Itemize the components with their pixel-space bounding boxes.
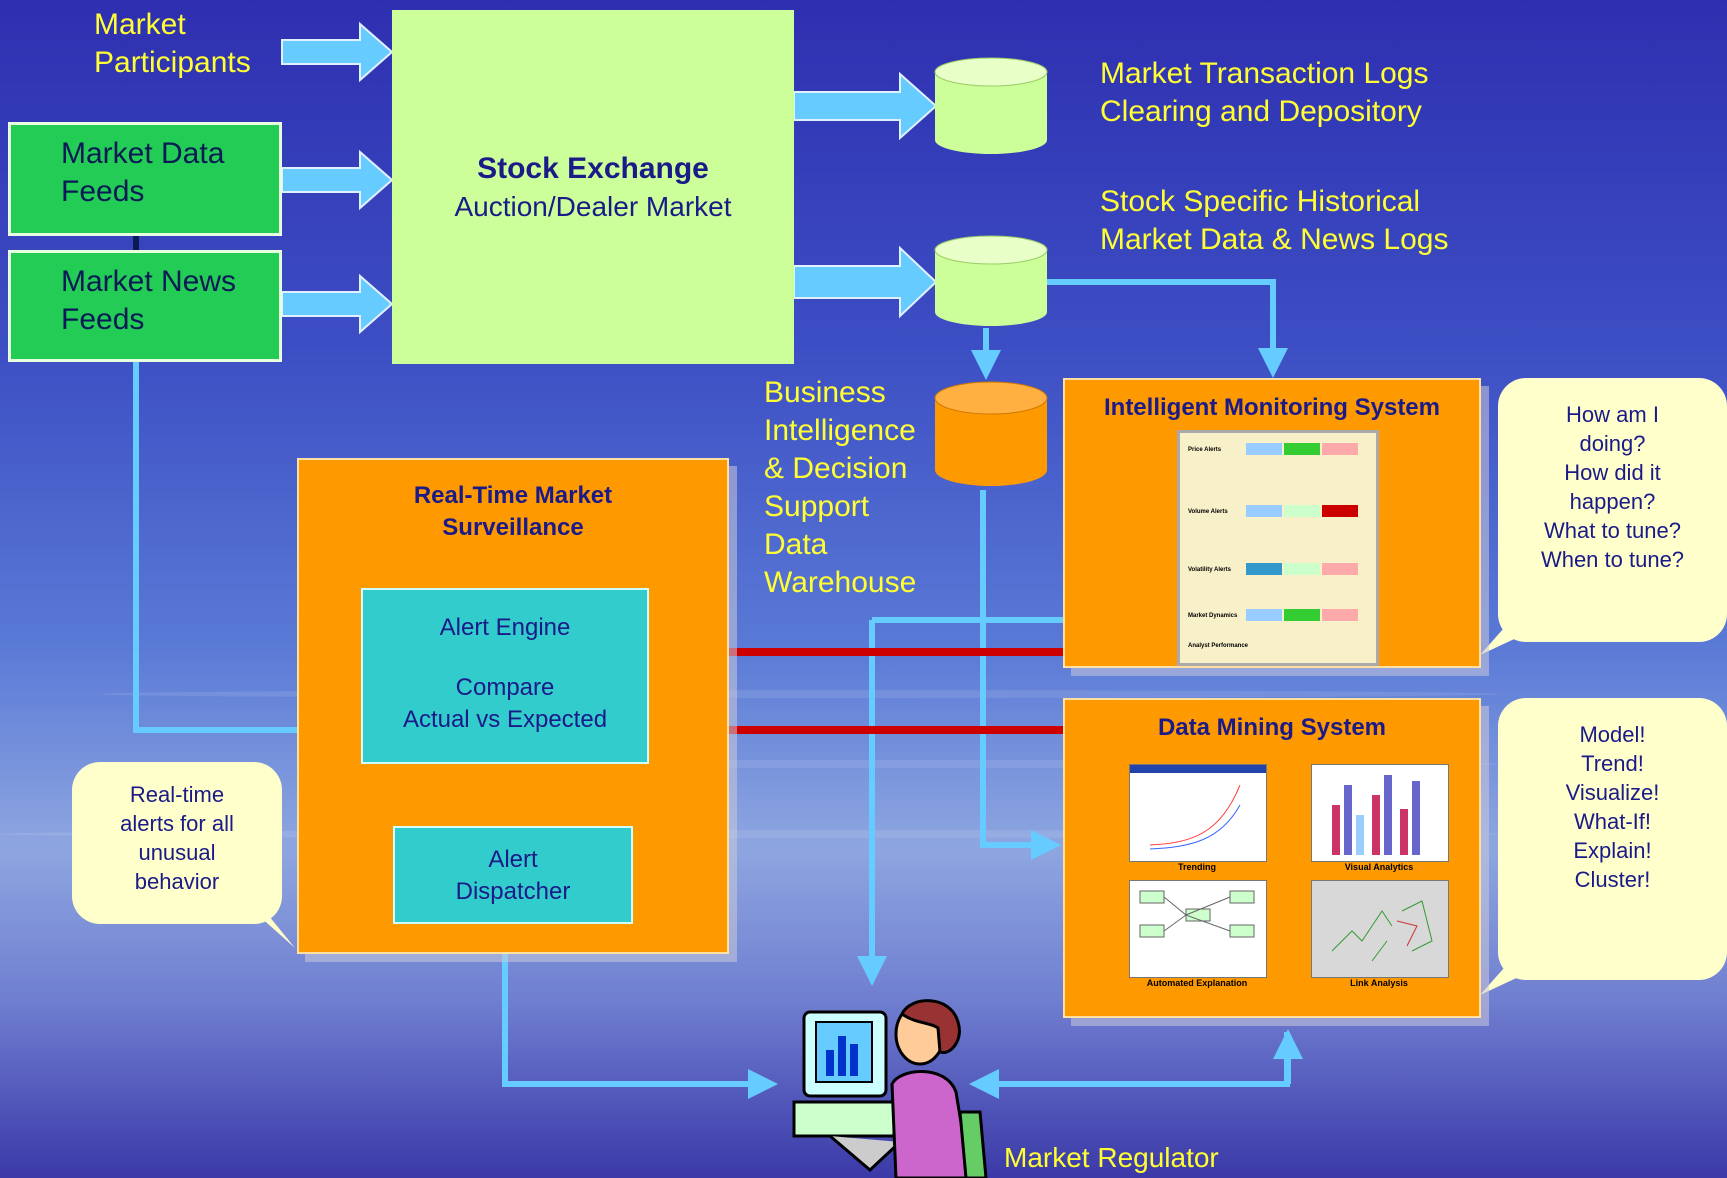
- bubble-realtime-alerts: Real-time alerts for all unusual behavio…: [72, 762, 282, 924]
- background-wave: [100, 690, 1500, 698]
- alert-row: Price Alerts: [1188, 447, 1222, 453]
- cylinder-transaction-logs: [934, 57, 1048, 154]
- background-wave: [300, 760, 1500, 768]
- market-news-feeds-box: Market News Feeds: [8, 250, 282, 362]
- transaction-logs-label: Market Transaction Logs Clearing and Dep…: [1100, 57, 1429, 128]
- visual-analytics-caption: Visual Analytics: [1344, 862, 1414, 872]
- market-participants-label: Market Participants: [94, 8, 251, 79]
- monitoring-panel: Price Alerts Volume Alerts Volatility Al…: [1177, 430, 1379, 666]
- surveillance-box: Real-Time Market Surveillance Alert Engi…: [297, 458, 729, 954]
- historical-logs-label: Stock Specific Historical Market Data & …: [1100, 185, 1449, 256]
- visual-analytics-thumbnail: [1311, 764, 1449, 862]
- stock-exchange-title: Stock Exchange: [477, 152, 709, 185]
- alert-row: Analyst Performance: [1188, 643, 1249, 649]
- bubble-monitoring-questions: How am I doing? How did it happen? What …: [1498, 378, 1727, 642]
- surveillance-title: Real-Time Market Surveillance: [413, 482, 613, 541]
- cylinder-historical-logs: [934, 235, 1048, 326]
- cylinder-data-warehouse: [934, 381, 1048, 486]
- link-analysis-caption: Link Analysis: [1350, 978, 1408, 988]
- alert-row: Volatility Alerts: [1188, 567, 1232, 573]
- block-arrow: [281, 21, 938, 335]
- link-analysis-thumbnail: [1311, 880, 1449, 978]
- monitoring-box: Intelligent Monitoring System Price Aler…: [1063, 378, 1481, 668]
- trending-thumbnail: [1129, 764, 1267, 862]
- compare-label: Compare Actual vs Expected: [402, 674, 608, 733]
- alert-dispatcher-box: Alert Dispatcher: [393, 826, 633, 924]
- data-mining-box: Data Mining System Trending Visual Analy…: [1063, 698, 1481, 1018]
- alert-engine-box: Alert Engine Compare Actual vs Expected: [361, 588, 649, 764]
- alert-engine-label: Alert Engine: [439, 614, 571, 641]
- monitoring-title: Intelligent Monitoring System: [1103, 394, 1440, 421]
- market-regulator-label: Market Regulator: [1004, 1142, 1219, 1173]
- market-regulator-icon: [792, 999, 988, 1178]
- alert-row: Volume Alerts: [1188, 509, 1228, 515]
- market-data-feeds-box: Market Data Feeds: [8, 122, 282, 236]
- stock-exchange-subtitle: Auction/Dealer Market: [454, 191, 732, 222]
- bubble-mining-actions: Model! Trend! Visualize! What-If! Explai…: [1498, 698, 1727, 980]
- data-warehouse-label: Business Intelligence & Decision Support…: [764, 376, 917, 599]
- background-wave: [0, 830, 1500, 838]
- automated-explanation-thumbnail: [1129, 880, 1267, 978]
- data-mining-title: Data Mining System: [1157, 714, 1387, 741]
- trending-caption: Trending: [1178, 862, 1216, 872]
- stock-exchange-box: Stock Exchange Auction/Dealer Market: [392, 10, 794, 364]
- automated-explanation-caption: Automated Explanation: [1146, 978, 1248, 988]
- alert-row: Market Dynamics: [1188, 613, 1238, 619]
